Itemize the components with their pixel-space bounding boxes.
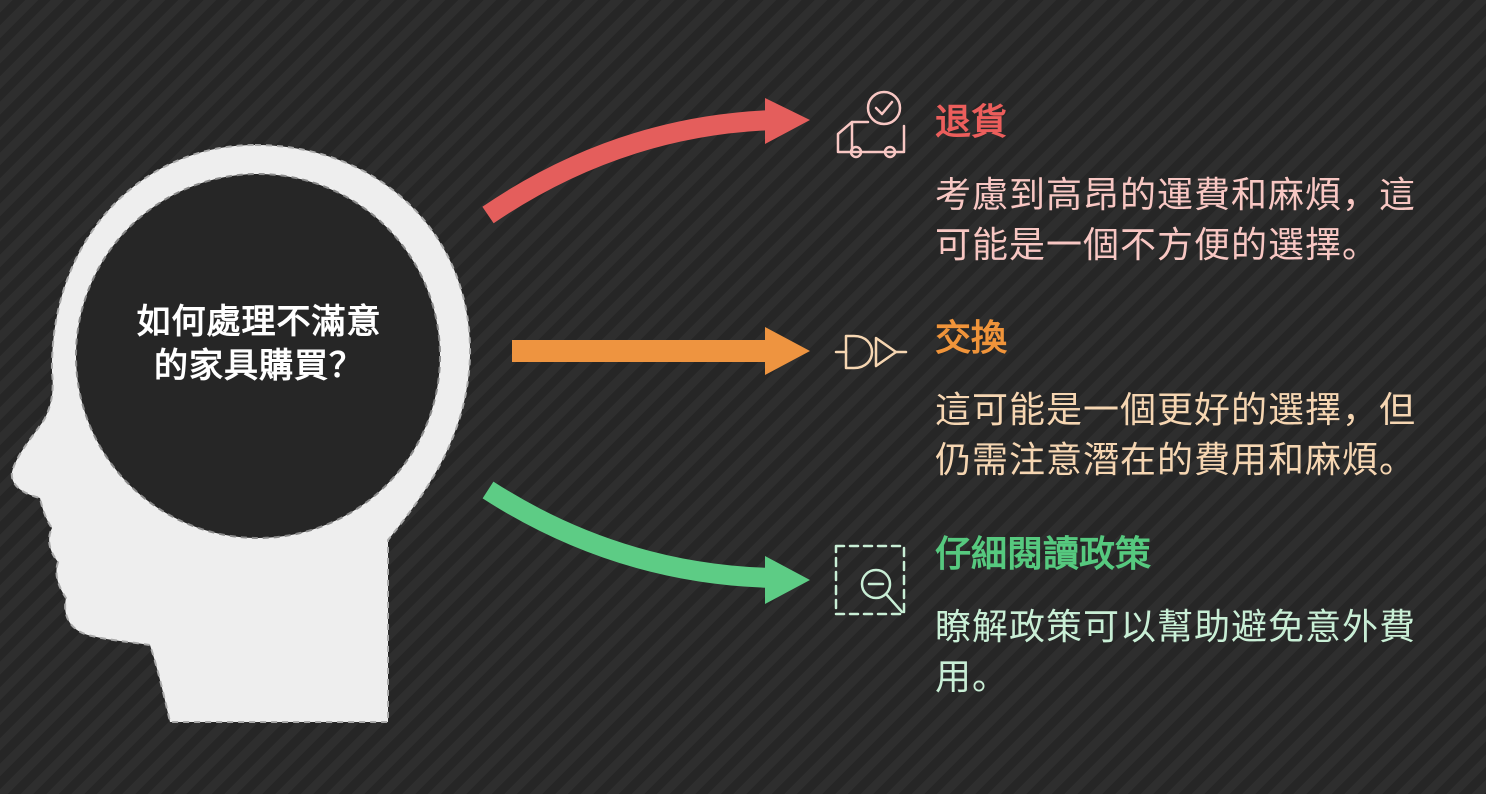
central-question-line2: 的家具購買？ — [154, 346, 364, 386]
option-policy-desc-line1: 瞭解政策可以幫助避免意外費 — [935, 607, 1417, 648]
option-policy-desc-line2: 用。 — [935, 657, 1010, 698]
option-return-title: 退貨 — [935, 102, 1008, 143]
option-exchange-title: 交換 — [935, 318, 1008, 359]
option-return-desc-line1: 考慮到高昂的運費和麻煩，這 — [935, 175, 1417, 216]
exchange-plug-icon — [834, 334, 908, 370]
arrow-return-head — [765, 98, 810, 144]
option-exchange-desc-line2: 仍需注意潛在的費用和麻煩。 — [935, 440, 1417, 481]
option-policy-description: 瞭解政策可以幫助避免意外費 用。 — [935, 603, 1465, 703]
option-policy-title: 仔細閱讀政策 — [935, 534, 1152, 575]
option-exchange-desc-line1: 這可能是一個更好的選擇，但 — [935, 390, 1417, 431]
delivery-truck-check-icon — [836, 90, 906, 159]
magnify-minus-icon — [834, 544, 906, 616]
arrow-policy-head — [765, 556, 810, 604]
option-return-description: 考慮到高昂的運費和麻煩，這 可能是一個不方便的選擇。 — [935, 171, 1465, 271]
arrow-exchange-head — [765, 327, 810, 375]
central-question-line1: 如何處理不滿意 — [136, 302, 382, 342]
arrow-policy — [482, 481, 776, 588]
arrow-return — [482, 110, 776, 224]
option-return-desc-line2: 可能是一個不方便的選擇。 — [935, 225, 1380, 266]
head-inner-circle — [75, 173, 441, 539]
arrow-exchange — [512, 340, 770, 362]
central-question: 如何處理不滿意 的家具購買？ — [98, 300, 420, 388]
option-exchange-description: 這可能是一個更好的選擇，但 仍需注意潛在的費用和麻煩。 — [935, 386, 1465, 486]
